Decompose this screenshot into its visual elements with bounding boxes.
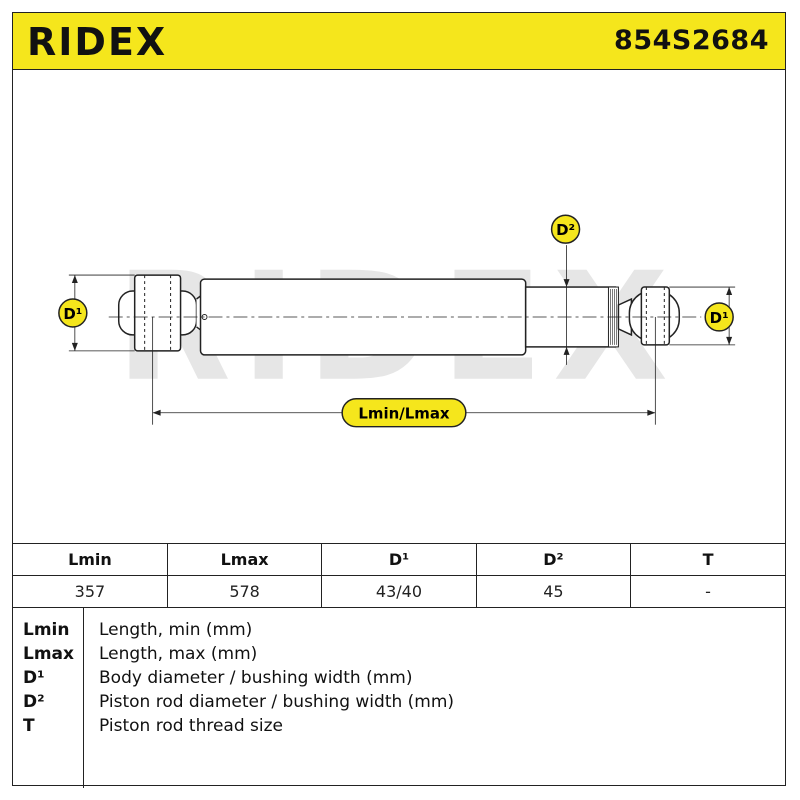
legend-key: Lmax: [23, 644, 74, 664]
length-dimension: Lmin/Lmax: [152, 316, 656, 428]
spec-value-t: -: [630, 575, 785, 608]
legend-item: Lmin Length, min (mm): [13, 620, 785, 644]
legend-key: D²: [23, 692, 45, 712]
header-bar: RIDEX 854S2684: [13, 13, 785, 70]
spec-header-lmin: Lmin: [13, 543, 168, 576]
spec-header-d2: D²: [475, 543, 632, 576]
spec-value-lmin: 357: [13, 575, 168, 608]
spec-header-d1: D¹: [321, 543, 477, 576]
spec-value-d2: 45: [475, 575, 632, 608]
legend-key: Lmin: [23, 620, 70, 640]
svg-text:D¹: D¹: [63, 305, 82, 323]
spec-value-lmax: 578: [166, 575, 323, 608]
legend-description: Body diameter / bushing width (mm): [99, 668, 413, 688]
legend-description: Piston rod thread size: [99, 716, 284, 736]
legend-item: D¹ Body diameter / bushing width (mm): [13, 668, 785, 692]
legend-item: T Piston rod thread size: [13, 716, 785, 740]
legend-description: Piston rod diameter / bushing width (mm): [99, 692, 455, 712]
spec-header-t: T: [630, 543, 785, 576]
d1-left-dimension: D¹: [58, 274, 135, 352]
svg-text:D²: D²: [556, 221, 575, 239]
d1-right-dimension: D¹: [669, 286, 736, 346]
legend-key: D¹: [23, 668, 45, 688]
spec-value-d1: 43/40: [321, 575, 477, 608]
part-number: 854S2684: [614, 25, 769, 56]
spec-header-row: Lmin Lmax D¹ D² T: [13, 543, 785, 576]
legend-item: D² Piston rod diameter / bushing width (…: [13, 692, 785, 716]
spec-value-row: 357 578 43/40 45 -: [13, 575, 785, 608]
spec-table: Lmin Lmax D¹ D² T 357 578 43/40 45 -: [13, 543, 785, 608]
svg-text:D¹: D¹: [710, 309, 729, 327]
svg-text:Lmin/Lmax: Lmin/Lmax: [358, 405, 450, 423]
product-sheet: RIDEX 854S2684 RIDEX: [12, 12, 786, 788]
shock-absorber-drawing: RIDEX: [58, 214, 736, 428]
right-eye-mount: [617, 286, 681, 346]
legend-description: Length, max (mm): [99, 644, 258, 664]
legend-item: Lmax Length, max (mm): [13, 644, 785, 668]
legend-key: T: [23, 716, 35, 736]
legend: Lmin Length, min (mm) Lmax Length, max (…: [13, 607, 785, 788]
legend-divider: [83, 608, 84, 788]
spec-header-lmax: Lmax: [166, 543, 323, 576]
legend-description: Length, min (mm): [99, 620, 253, 640]
d2-dimension: D²: [550, 214, 581, 365]
svg-text:RIDEX: RIDEX: [27, 20, 167, 63]
ridex-logo: RIDEX: [27, 20, 167, 63]
